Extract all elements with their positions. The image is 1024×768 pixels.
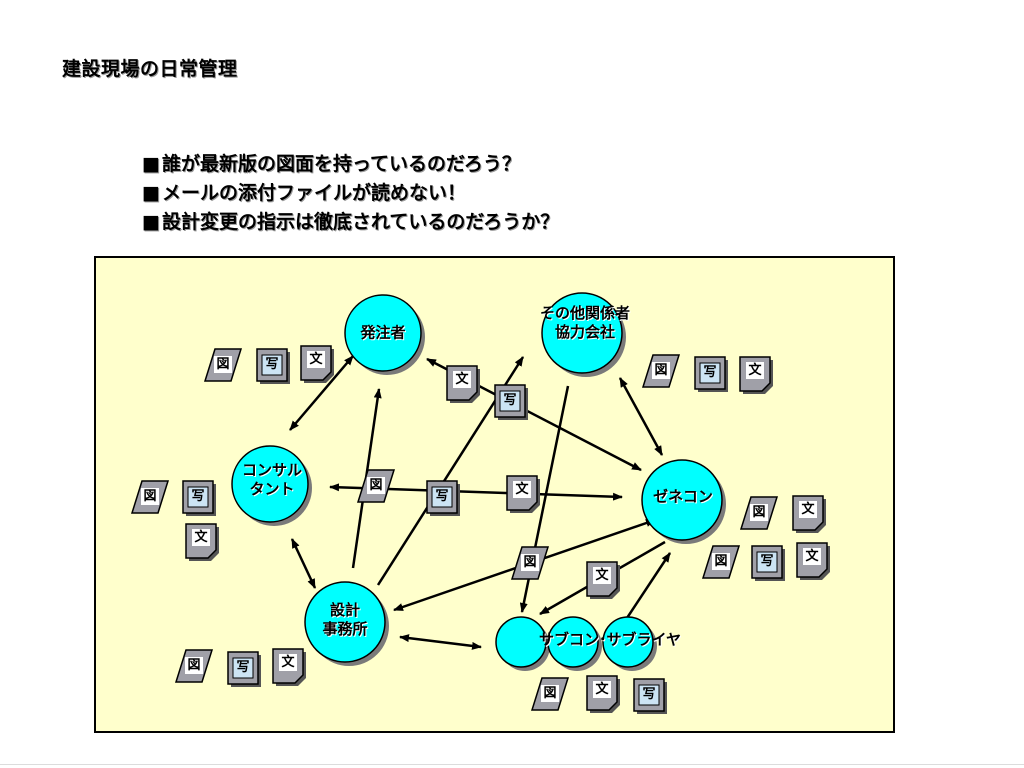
drawing-document-label: 図 [187,658,201,673]
text-document-icon [586,675,620,713]
document-layer [130,345,830,714]
text-document-icon [446,365,480,403]
drawing-document-label: 図 [654,363,668,378]
drawing-document-icon [130,480,170,514]
text-document-label: 文 [515,482,529,497]
drawing-document-icon [701,545,741,579]
text-document-icon [272,648,306,686]
connector-arrow [623,552,672,622]
connector-arrow [399,634,482,650]
text-document-icon [506,475,540,513]
connector-arrow [290,538,317,589]
photo-document-label: 写 [642,687,656,702]
text-document-icon [586,561,620,599]
text-document-label: 文 [801,502,815,517]
drawing-document-label: 図 [143,489,157,504]
photo-document-label: 写 [503,393,517,408]
node-others [541,292,626,377]
node-subcontractor-1 [495,616,550,671]
photo-document-icon [256,348,290,384]
text-document-label: 文 [595,568,609,583]
drawing-document-label: 図 [523,555,537,570]
drawing-document-icon [641,354,681,388]
node-consultant [231,445,312,526]
photo-document-icon [227,651,261,687]
node-label-general-contractor: ゼネコン [653,487,713,506]
drawing-document-icon [530,677,570,711]
text-document-icon [739,356,773,394]
drawing-document-icon [510,546,550,580]
photo-document-icon [182,480,216,516]
question-item: ■設計変更の指示は徹底されているのだろうか？ [142,211,560,233]
drawing-document-icon [203,348,243,382]
node-label-others: その他関係者 協力会社 [539,304,631,341]
text-document-label: 文 [281,655,295,670]
node-label-consultant: コンサル タント [241,461,303,498]
photo-document-icon [751,545,785,581]
drawing-document-label: 図 [543,686,557,701]
text-document-label: 文 [309,352,323,367]
drawing-document-label: 図 [714,554,728,569]
node-orderer [344,294,425,375]
photo-document-label: 写 [760,554,774,569]
drawing-document-label: 図 [216,357,230,372]
drawing-document-icon [739,496,779,530]
text-document-icon [796,542,830,580]
text-document-label: 文 [748,363,762,378]
photo-document-icon [426,480,460,516]
question-item: ■メールの添付ファイルが読めない！ [142,182,466,204]
drawing-document-label: 図 [369,478,383,493]
question-list: ■誰が最新版の図面を持っているのだろう？ ■メールの添付ファイルが読めない！ ■… [142,150,559,237]
connector-arrow [289,355,354,431]
node-label-orderer: 発注者 [360,323,406,342]
photo-document-icon [494,384,528,420]
text-document-label: 文 [194,530,208,545]
photo-document-label: 写 [191,489,205,504]
text-document-label: 文 [455,372,469,387]
text-document-label: 文 [595,682,609,697]
node-subcontractor-3 [602,616,657,671]
node-subcontractor-2 [547,616,602,671]
drawing-document-icon [356,469,396,503]
page-title: 建設現場の日常管理 [62,58,238,80]
photo-document-label: 写 [236,660,250,675]
connector-arrow [618,377,664,456]
text-document-icon [300,345,334,383]
slide-bottom-rule [0,764,1024,765]
node-label-design-office: 設計 事務所 [322,601,368,638]
text-document-label: 文 [805,549,819,564]
photo-document-label: 写 [265,357,279,372]
photo-document-label: 写 [435,489,449,504]
photo-document-icon [694,356,728,392]
photo-document-icon [633,678,667,714]
node-general-contractor [641,459,726,544]
node-layer [231,292,726,671]
question-item: ■誰が最新版の図面を持っているのだろう？ [142,153,521,175]
drawing-document-label: 図 [752,505,766,520]
photo-document-label: 写 [703,365,717,380]
drawing-document-icon [174,649,214,683]
text-document-icon [185,523,219,561]
text-document-icon [792,495,826,533]
node-design-office [304,581,389,666]
node-label-subcontractor: サブコン･サブライヤ [538,630,682,649]
